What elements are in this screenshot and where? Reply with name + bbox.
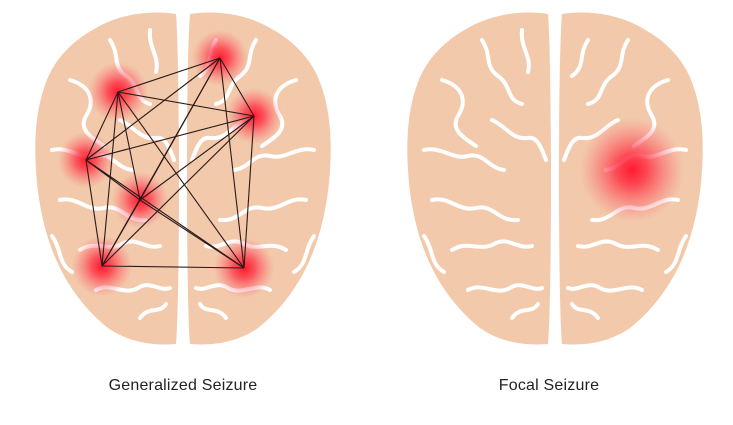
focal-brain-illustration (407, 12, 703, 345)
focal-seizure-panel: Focal Seizure (366, 0, 732, 425)
focal-seizure-caption: Focal Seizure (498, 377, 600, 394)
generalized-seizure-caption: Generalized Seizure (108, 377, 258, 394)
generalized-seizure-panel: Generalized Seizure (0, 0, 366, 425)
generalized-brain-illustration (35, 12, 331, 345)
seizure-network-lines (85, 57, 255, 269)
focal-hotspot (580, 118, 684, 222)
left-hemisphere (407, 12, 551, 345)
